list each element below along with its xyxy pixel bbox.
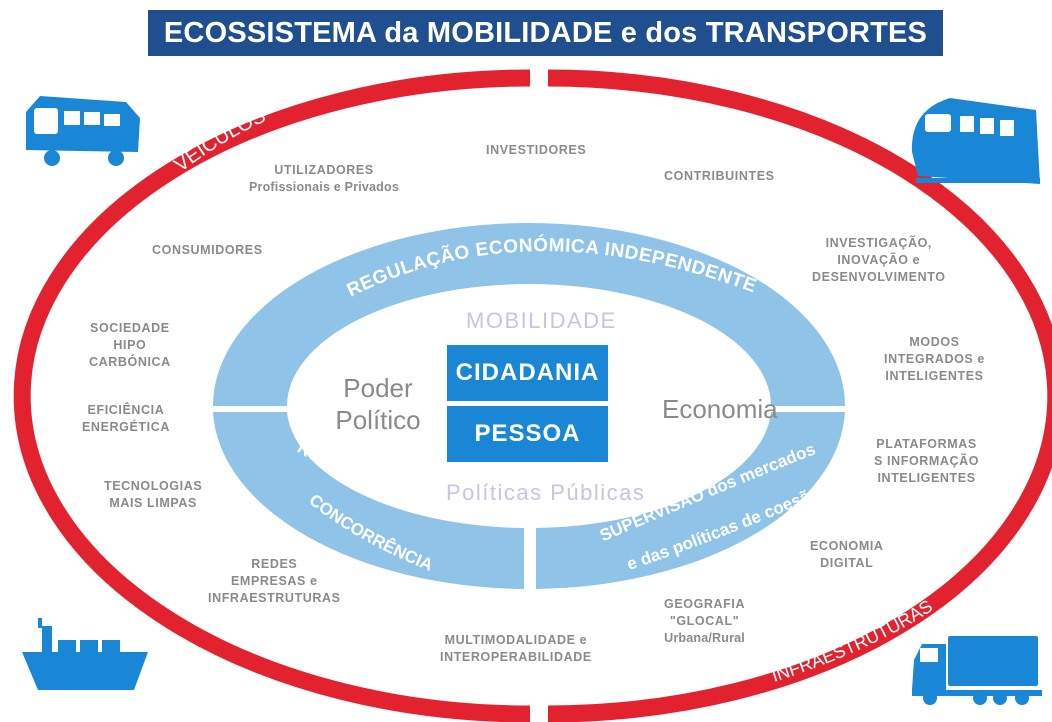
politicas-publicas-label: Políticas Públicas <box>446 480 646 505</box>
truck-icon <box>912 636 1042 705</box>
term-consumidores: CONSUMIDORES <box>152 243 263 257</box>
term-geografia: GEOGRAFIA"GLOCAL"Urbana/Rural <box>664 597 746 645</box>
bus-icon <box>26 96 140 166</box>
diagram-title: ECOSSISTEMA da MOBILIDADE e dos TRANSPOR… <box>148 10 943 56</box>
band-regulacao <box>213 223 845 406</box>
cidadania-box: CIDADANIA <box>447 345 608 401</box>
outer-ring-right <box>547 69 1052 722</box>
mobilidade-label: MOBILIDADE <box>466 308 617 333</box>
ring-label-infraestruturas: INFRAESTRUTURAS <box>769 596 936 686</box>
outer-ring-left <box>13 69 531 722</box>
pessoa-box: PESSOA <box>447 406 608 462</box>
term-contribuintes: CONTRIBUINTES <box>664 169 775 183</box>
term-investidores: INVESTIDORES <box>486 143 587 157</box>
train-icon <box>911 98 1040 184</box>
economia-label: Economia <box>662 394 778 424</box>
ship-icon <box>22 618 148 690</box>
band-promocao <box>213 412 524 589</box>
band-supervisao <box>536 412 845 589</box>
